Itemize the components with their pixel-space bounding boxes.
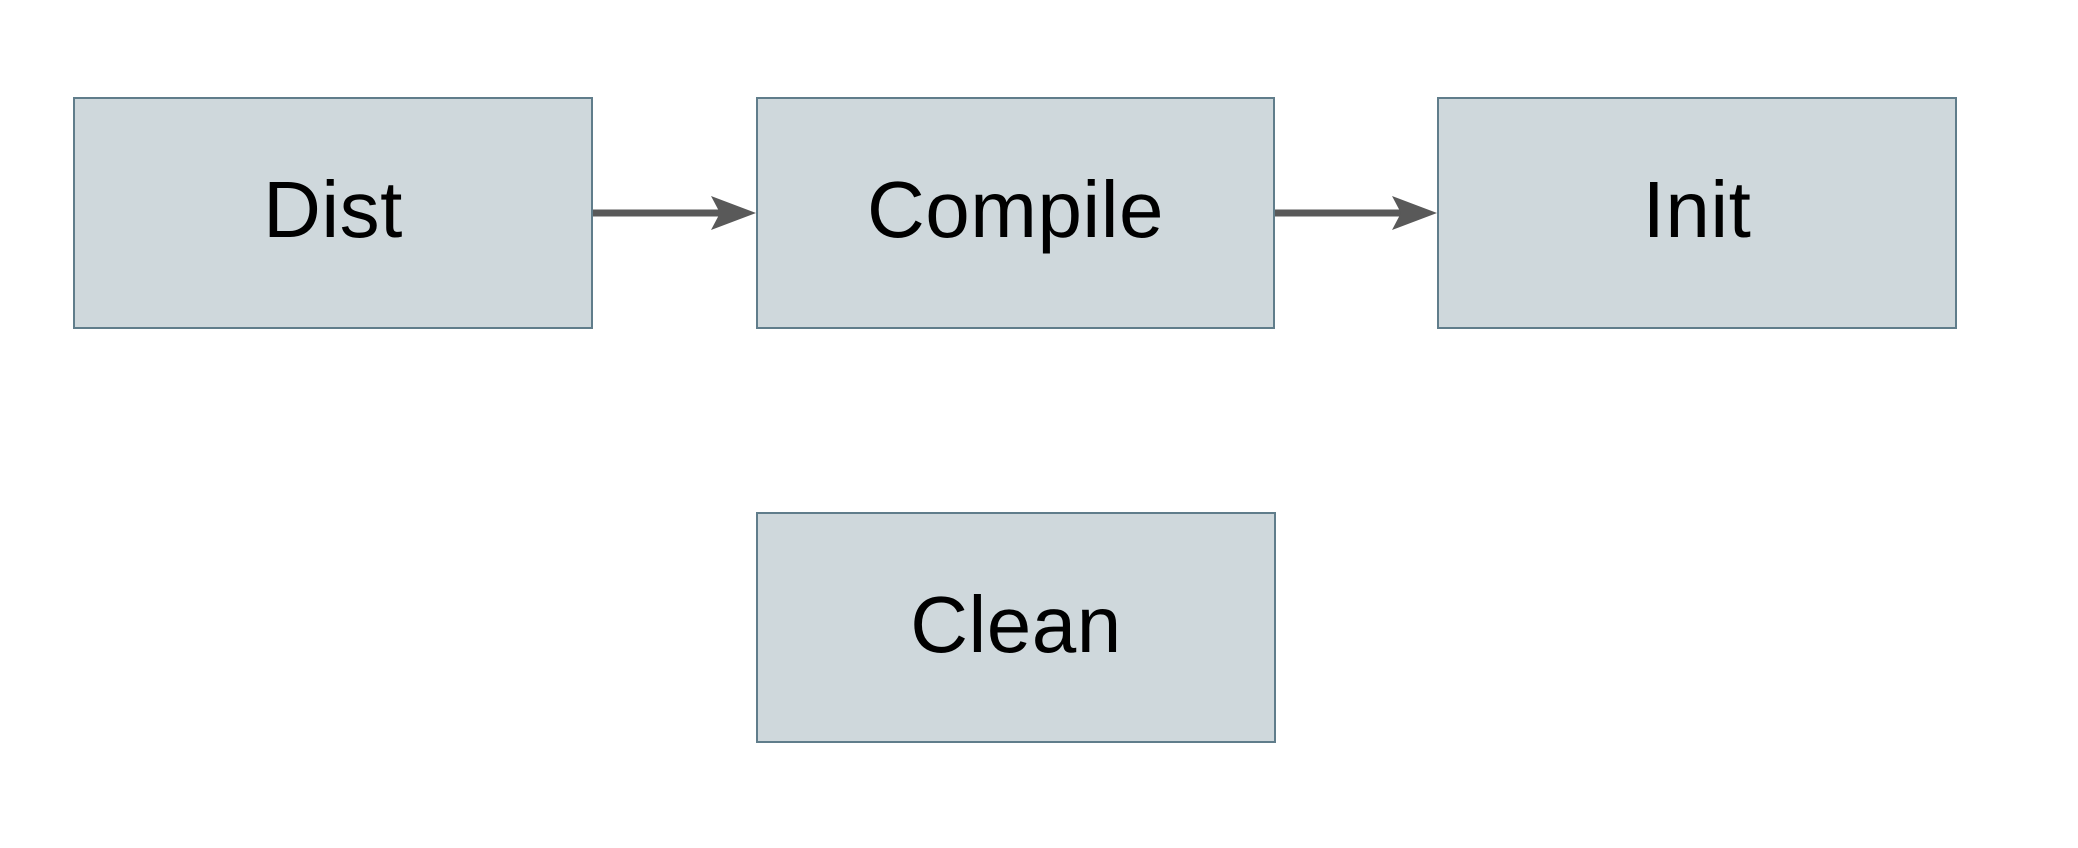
node-compile[interactable]: Compile xyxy=(756,97,1275,329)
arrow-compile-to-init[interactable] xyxy=(1275,196,1437,230)
arrowhead-icon xyxy=(711,196,756,230)
node-clean-label: Clean xyxy=(910,579,1122,669)
node-init-label: Init xyxy=(1642,165,1752,254)
node-dist-label: Dist xyxy=(263,165,403,254)
arrow-dist-to-compile[interactable] xyxy=(593,196,756,230)
node-dist[interactable]: Dist xyxy=(73,97,593,329)
node-init[interactable]: Init xyxy=(1437,97,1957,329)
node-clean[interactable]: Clean xyxy=(756,512,1276,743)
node-compile-label: Compile xyxy=(867,165,1164,254)
arrowhead-icon xyxy=(1392,196,1437,230)
